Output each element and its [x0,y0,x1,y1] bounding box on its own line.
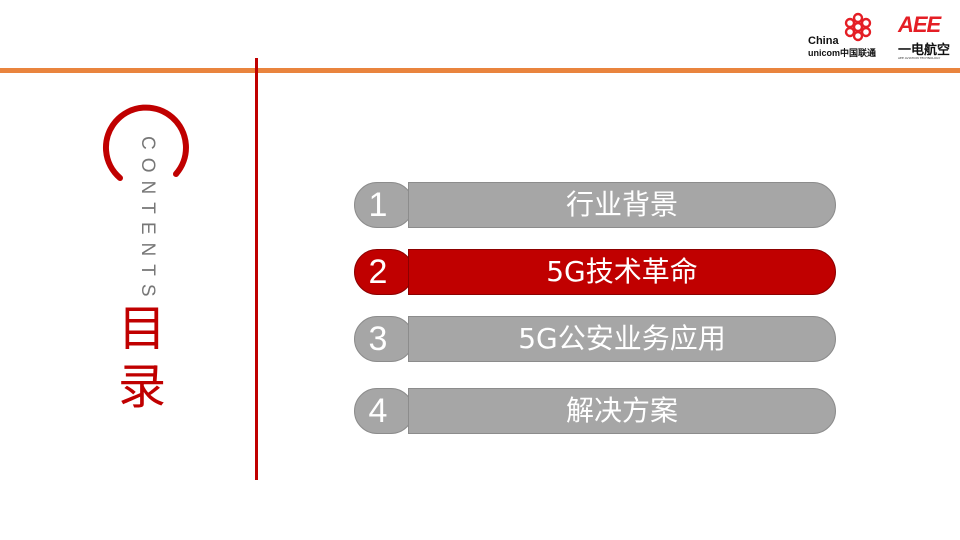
china-unicom-logo: China unicom中国联通 [806,12,886,58]
unicom-text-name: unicom中国联通 [808,48,877,58]
agenda-label: 5G公安业务应用 [408,316,836,362]
decorative-ring [103,104,189,181]
header-accent-bar [0,68,960,73]
agenda-number-cap [354,249,414,295]
agenda-item-2[interactable]: 2 5G技术革命 [354,249,836,295]
agenda-number-cap [354,388,414,434]
agenda-number: 2 [368,253,388,291]
agenda-label: 解决方案 [408,388,836,434]
unicom-text-china: China [808,35,839,47]
agenda-label: 5G技术革命 [408,249,836,295]
vertical-divider [255,58,258,480]
contents-vertical-label: CONTENTS [134,136,160,305]
agenda-item-4[interactable]: 4 解决方案 [354,388,836,434]
agenda-item-1[interactable]: 1 行业背景 [354,182,836,228]
aee-mark: AEE [898,12,941,37]
unicom-knot-icon [844,12,872,42]
aee-chinese-name: 一电航空 [898,43,951,58]
agenda-number: 1 [368,186,388,224]
agenda-item-3[interactable]: 3 5G公安业务应用 [354,316,836,362]
aee-logo: AEE 一电航空 AEE AVIATION TECHNOLOGY [896,12,952,60]
aee-english-name: AEE AVIATION TECHNOLOGY [898,56,941,60]
page-title: 目 录 [112,300,172,416]
agenda-label: 行业背景 [408,182,836,228]
title-char-2: 录 [117,359,166,415]
agenda-number: 3 [368,320,388,358]
contents-text: CONTENTS [137,136,158,305]
agenda-number: 4 [368,392,388,430]
agenda-number-cap [354,182,414,228]
title-char-1: 目 [117,301,166,357]
